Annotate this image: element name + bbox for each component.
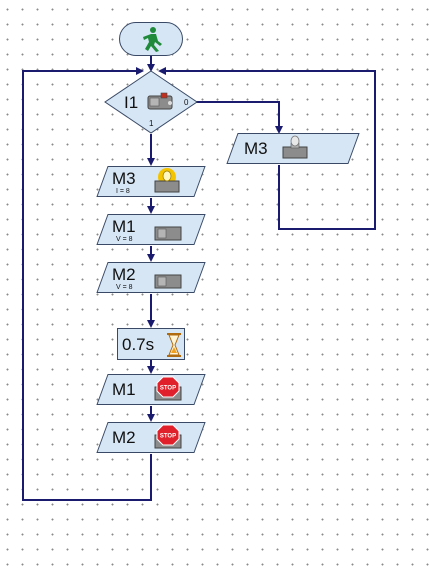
running-man-icon bbox=[143, 27, 162, 52]
branch-false-label: 0 bbox=[184, 98, 189, 107]
m3-lamp-on-node[interactable]: M3 I = 8 bbox=[96, 166, 206, 197]
m2-label: M2 bbox=[112, 265, 136, 284]
m3-param: I = 8 bbox=[116, 188, 130, 195]
push-button-sensor-icon bbox=[147, 92, 173, 110]
motor-ccw-icon bbox=[154, 217, 182, 241]
m1-stop-label: M1 bbox=[112, 380, 136, 399]
wait-node[interactable]: 0.7s bbox=[117, 328, 185, 360]
branch-node[interactable]: I1 0 1 bbox=[104, 70, 198, 134]
lamp-icon bbox=[282, 135, 308, 159]
motor-ccw-icon bbox=[154, 265, 182, 289]
m2-param: V = 8 bbox=[116, 284, 133, 291]
m1-param: V = 8 bbox=[116, 236, 133, 243]
motor-stop-icon: STOP bbox=[154, 424, 182, 449]
motor-stop-icon: STOP bbox=[154, 376, 182, 401]
wait-label: 0.7s bbox=[122, 335, 155, 354]
m1-motor-node[interactable]: M1 V = 8 bbox=[96, 214, 206, 245]
stop-sign-text: STOP bbox=[160, 434, 176, 440]
lamp-on-icon bbox=[154, 168, 180, 193]
m3-label: M3 bbox=[112, 169, 136, 188]
branch-true-label: 1 bbox=[149, 119, 154, 128]
stop-sign-text: STOP bbox=[160, 386, 176, 392]
edge-main-loop-back bbox=[22, 67, 152, 501]
edge-branch-false bbox=[196, 101, 283, 134]
false-branch-m3-node[interactable]: M3 bbox=[226, 133, 360, 164]
m1-label: M1 bbox=[112, 217, 136, 236]
m2-motor-node[interactable]: M2 V = 8 bbox=[96, 262, 206, 293]
start-node[interactable] bbox=[119, 22, 183, 56]
m2-stop-node[interactable]: M2 STOP bbox=[96, 422, 206, 453]
m1-stop-node[interactable]: M1 STOP bbox=[96, 374, 206, 405]
branch-input-label: I1 bbox=[124, 93, 139, 112]
m2-stop-label: M2 bbox=[112, 428, 136, 447]
hourglass-icon bbox=[167, 333, 181, 357]
edge-m3-loop-back bbox=[158, 67, 376, 230]
false-branch-m3-label: M3 bbox=[244, 139, 268, 158]
